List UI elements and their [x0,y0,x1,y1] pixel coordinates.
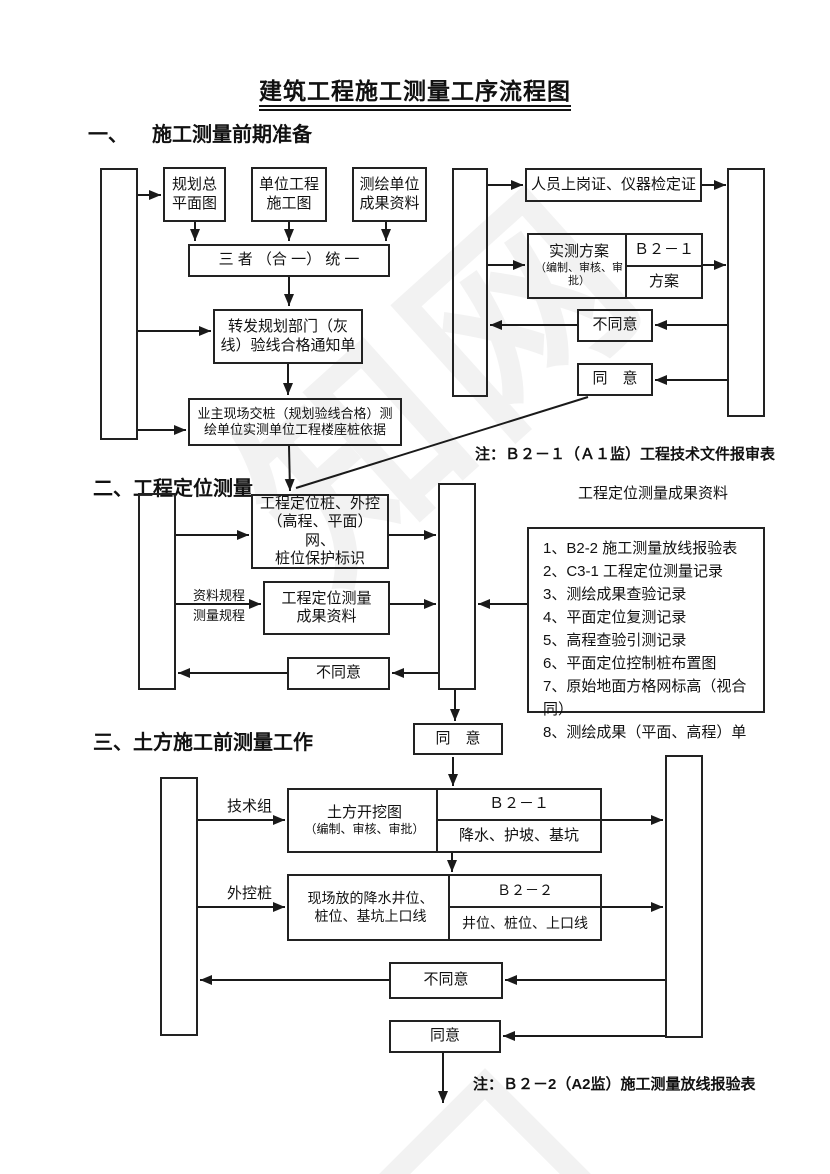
box-disagree-3: 不同意 [389,962,503,999]
collector-bar-7 [665,755,703,1038]
list-item: 3、测绘成果查验记录 [543,586,687,603]
note-b22: 注：Ｂ２－2（A2监）施工测量放线报验表 [473,1076,756,1093]
label-tech-group: 技术组 [227,798,273,815]
site-layout-cell: 现场放的降水井位、 桩位、基坑上口线 [307,890,434,924]
section3-heading: 三、土方施工前测量工作 [93,732,313,754]
list-item: 1、B2-2 施工测量放线报验表 [543,540,738,557]
list-item: 5、高程查验引测记录 [543,632,687,649]
collector-bar-1 [100,168,138,440]
box-disagree-1: 不同意 [577,309,653,342]
collector-bar-4 [138,493,176,690]
results-list-box: 1、B2-2 施工测量放线报验表 2、C3-1 工程定位测量记录 3、测绘成果查… [527,527,765,741]
connector-diagonal [295,396,589,489]
excavation-cell: 土方开挖图 （编制、审核、审批） [304,804,425,837]
box-forward-planning-notice: 转发规划部门（灰 线）验线合格通知单 [213,309,363,364]
b21-cell: Ｂ２－１ 方案 [625,235,701,297]
box-agree-1: 同 意 [577,363,653,396]
survey-plan-cell: 实测方案 （编制、审核、审批） [535,243,623,288]
box-excavation-b21: 土方开挖图 （编制、审核、审批） Ｂ２－１ 降水、护坡、基坑 [287,788,602,853]
list-item: 2、C3-1 工程定位测量记录 [543,563,724,580]
b21-cell-2: Ｂ２－１ 降水、护坡、基坑 [436,790,600,851]
box-survey-unit-results: 测绘单位 成果资料 [352,167,427,222]
box-owner-stake-handover: 业主现场交桩（规划验线合格）测 绘单位实测单位工程楼座桩依据 [188,398,402,446]
list-item: 4、平面定位复测记录 [543,609,687,626]
list-item: 6、平面定位控制桩布置图 [543,655,717,672]
box-unit-construction-drawing: 单位工程 施工图 [251,167,327,222]
list-item: 7、原始地面方格网标高（视合同） [543,678,747,718]
box-positioning-results: 工程定位测量 成果资料 [263,581,390,635]
collector-bar-5 [438,483,476,690]
note-b21: 注：Ｂ２－１（Ａ１监）工程技术文件报审表 [475,446,776,463]
box-disagree-2: 不同意 [287,657,390,690]
box-agree-3: 同意 [389,1020,501,1053]
box-site-layout-b22: 现场放的降水井位、 桩位、基坑上口线 Ｂ２－２ 井位、桩位、上口线 [287,874,602,941]
collector-bar-2 [452,168,488,397]
label-data-规程: 资料规程 测量规程 [193,588,246,623]
box-survey-plan-b21: 实测方案 （编制、审核、审批） Ｂ２－１ 方案 [527,233,703,299]
label-outer-stakes: 外控桩 [227,885,273,902]
box-positioning-stakes: 工程定位桩、外控 （高程、平面）网、 桩位保护标识 [251,494,389,569]
results-list-title: 工程定位测量成果资料 [578,485,729,502]
collector-bar-3 [727,168,765,417]
section1-number: 一、 [88,124,128,146]
section2-heading: 二、工程定位测量 [93,478,253,500]
box-agree-2: 同 意 [413,723,503,755]
connector [284,445,295,492]
list-item: 8、测绘成果（平面、高程）单 [543,724,747,741]
section1-heading: 施工测量前期准备 [152,124,312,146]
box-three-in-one: 三 者 （合 一） 统 一 [188,244,390,277]
box-certificates: 人员上岗证、仪器检定证 [525,168,702,202]
box-planning-general-plan: 规划总 平面图 [163,167,226,222]
page-title: 建筑工程施工测量工序流程图 [0,72,830,111]
b22-cell: Ｂ２－２ 井位、桩位、上口线 [448,876,600,939]
collector-bar-6 [160,777,198,1036]
